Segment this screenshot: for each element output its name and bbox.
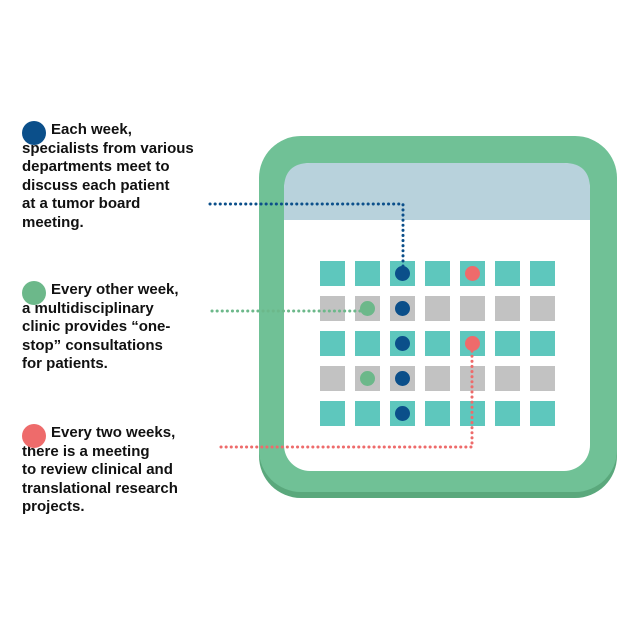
calendar-day-cell [320, 296, 345, 321]
calendar-day-cell [495, 401, 520, 426]
legend-first-line: Every two weeks, [51, 424, 176, 441]
calendar-day-cell [495, 261, 520, 286]
calendar-day-cell [320, 331, 345, 356]
every-two-weeks-connector-line [219, 342, 474, 449]
calendar-day-cell [425, 331, 450, 356]
legend-text-every-other-week: Every other week, a multidisciplinary cl… [22, 281, 222, 374]
calendar-day-cell [425, 366, 450, 391]
every-two-weeks-marker-dot [465, 266, 480, 281]
calendar-markers [360, 266, 480, 421]
every-other-week-marker-dot [360, 371, 375, 386]
calendar-day-cell [320, 401, 345, 426]
every-two-weeks-dot-icon [22, 424, 46, 448]
calendar-day-cell [355, 261, 380, 286]
legend-item-weekly: Each week, specialists from various depa… [22, 121, 222, 232]
calendar-header [284, 163, 590, 220]
weekly-marker-dot [395, 301, 410, 316]
calendar-day-cell [530, 366, 555, 391]
calendar-day-cell [460, 296, 485, 321]
legend-description: a multidisciplinary clinic provides “one… [22, 299, 171, 373]
calendar-day-cell [495, 366, 520, 391]
legend-text-every-two-weeks: Every two weeks, there is a meeting to r… [22, 424, 222, 517]
weekly-marker-dot [395, 371, 410, 386]
legend-first-line: Each week, [51, 121, 132, 138]
calendar-day-cell [495, 296, 520, 321]
every-other-week-dot-icon [22, 281, 46, 305]
calendar-day-cell [355, 331, 380, 356]
legend-item-every-other-week: Every other week, a multidisciplinary cl… [22, 281, 222, 374]
every-other-week-marker-dot [360, 301, 375, 316]
connector-lines [208, 202, 474, 449]
weekly-marker-dot [395, 406, 410, 421]
calendar-day-cell [425, 261, 450, 286]
legend-text-weekly: Each week, specialists from various depa… [22, 121, 222, 232]
calendar-grid [320, 261, 555, 426]
legend-item-every-two-weeks: Every two weeks, there is a meeting to r… [22, 424, 222, 517]
legend-first-line: Every other week, [51, 281, 179, 298]
calendar-day-cell [425, 296, 450, 321]
calendar-day-cell [320, 366, 345, 391]
legend-description: specialists from various departments mee… [22, 139, 194, 231]
calendar-day-cell [425, 401, 450, 426]
calendar-day-cell [355, 401, 380, 426]
calendar-day-cell [530, 296, 555, 321]
every-two-weeks-marker-dot [465, 336, 480, 351]
weekly-dot-icon [22, 121, 46, 145]
calendar-day-cell [530, 401, 555, 426]
legend-description: there is a meeting to review clinical an… [22, 442, 178, 516]
weekly-marker-dot [395, 266, 410, 281]
calendar-day-cell [495, 331, 520, 356]
calendar-day-cell [530, 331, 555, 356]
calendar-day-cell [530, 261, 555, 286]
weekly-marker-dot [395, 336, 410, 351]
calendar-day-cell [320, 261, 345, 286]
weekly-connector-line [208, 202, 405, 275]
